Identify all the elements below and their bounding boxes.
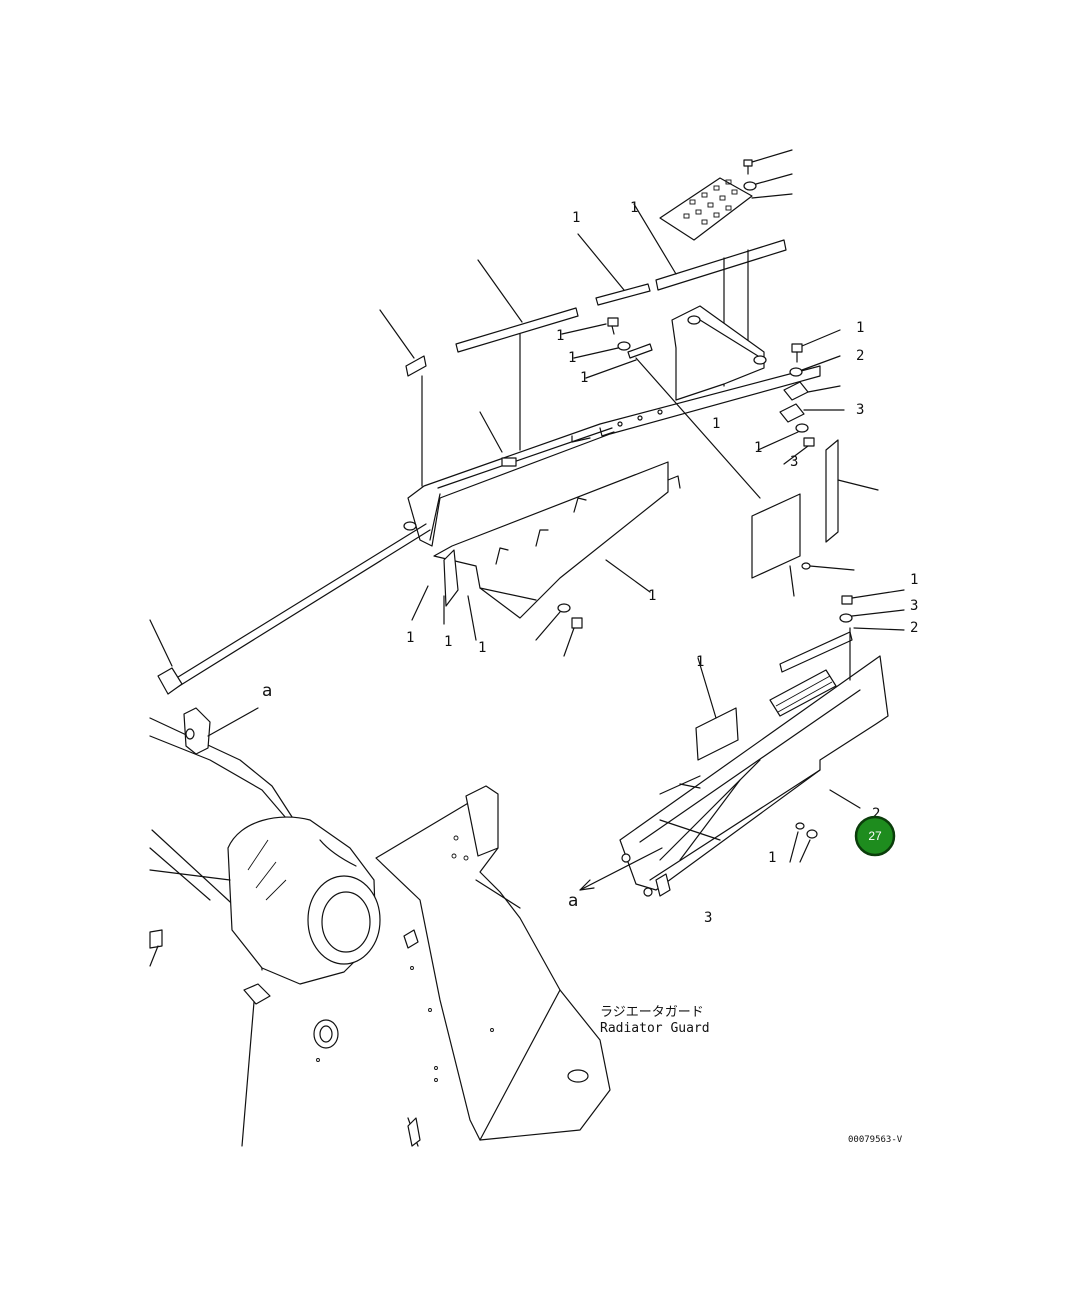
bolt-mid — [561, 317, 619, 335]
lower-washer-right — [839, 609, 905, 681]
part-number-label: 1 — [580, 370, 588, 386]
seal-strip-left — [455, 259, 579, 451]
link-pin-mid — [585, 343, 761, 499]
part-number-label: 1 — [754, 440, 762, 456]
part-number-label: 3 — [856, 402, 864, 418]
part-number-label: 2 — [856, 348, 864, 364]
part-number-label: 1 — [768, 850, 776, 866]
washer-mid — [573, 341, 631, 359]
part-number-label: 1 — [478, 640, 486, 656]
caption-japanese: ラジエータガード — [600, 1005, 704, 1020]
upper-frame-bracket — [407, 365, 821, 547]
part-number-label: 1 — [910, 572, 918, 588]
part-number-labels: 1 2 3 1 3 2 1 3 1 1 1 1 1 1 1 1 1 1 1 1 … — [406, 200, 918, 926]
part-number-label: 1 — [572, 210, 580, 226]
small-cushion — [379, 309, 427, 487]
bolt-right-1 — [791, 329, 841, 363]
top-perforated-plate — [659, 177, 753, 241]
callout-a-lower: a — [568, 891, 578, 911]
part-number-label: 3 — [790, 454, 798, 470]
callout-a-upper: a — [262, 681, 272, 701]
lower-bolt-right — [841, 589, 905, 605]
part-number-label: 1 — [406, 630, 414, 646]
part-number-label: 1 — [696, 654, 704, 670]
right-end-mount — [671, 305, 767, 401]
callout-a-arrow-lower — [579, 847, 663, 891]
part-number-label: 1 — [568, 350, 576, 366]
part-number-label: 3 — [910, 598, 918, 614]
wedge-parts — [411, 549, 583, 657]
clamp-plate-right — [779, 381, 845, 423]
part-number-label: 3 — [704, 910, 712, 926]
item-marker-circle — [854, 815, 896, 857]
pivot-rod — [169, 521, 431, 689]
part-number-label: 1 — [856, 320, 864, 336]
lower-small-nuts — [789, 789, 861, 863]
item-marker-badge: 27 — [854, 815, 896, 857]
caption-english: Radiator Guard — [600, 1021, 710, 1036]
part-number-label: 1 — [630, 200, 638, 216]
drawing-number: 00079563-V — [848, 1135, 903, 1145]
cushion-block — [751, 493, 855, 597]
part-number-label: 1 — [556, 328, 564, 344]
part-number-label: 2 — [872, 806, 880, 822]
seal-strip-middle — [577, 233, 651, 306]
part-number-label: 1 — [444, 634, 452, 650]
machine-frame — [149, 619, 611, 1147]
part-number-label: 1 — [712, 416, 720, 432]
item-marker-label: 27 — [868, 829, 882, 843]
washer-right-2 — [789, 355, 841, 377]
side-rubber-strip — [825, 439, 879, 543]
lower-guard-frame — [619, 631, 889, 897]
top-washer — [743, 173, 793, 199]
seal-strip-right — [633, 203, 787, 387]
lower-inner-panel — [433, 461, 681, 619]
bolt-right-lower — [783, 437, 815, 465]
part-number-label: 2 — [910, 620, 918, 636]
part-number-label: 1 — [648, 588, 656, 604]
washer-right-lower — [757, 423, 809, 451]
cover-plate-small — [695, 657, 739, 761]
top-bolt — [743, 149, 793, 175]
